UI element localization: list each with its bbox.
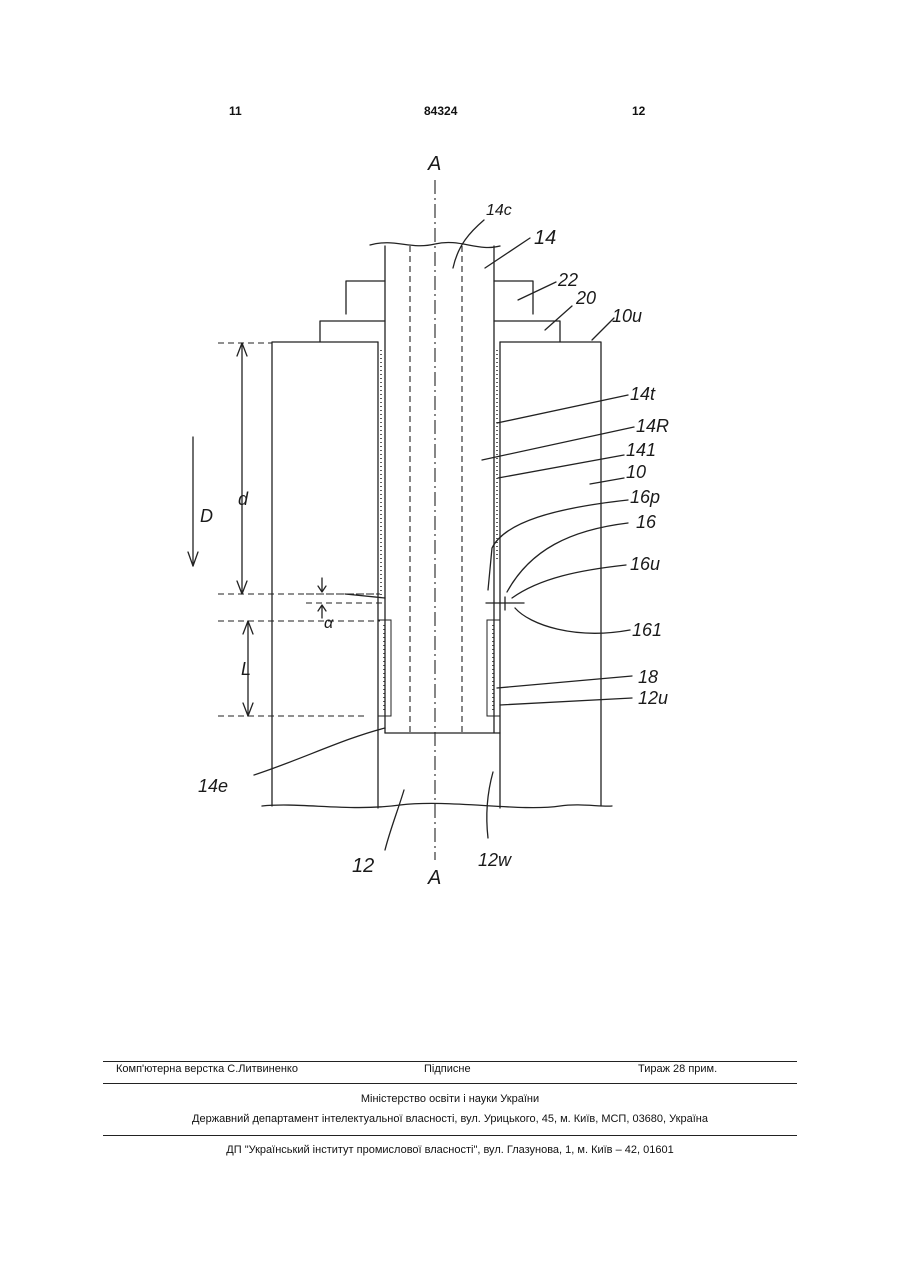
- alpha-arrow-down: [318, 578, 326, 592]
- label-16p: 16p: [630, 487, 660, 507]
- leader-14r: [482, 427, 634, 460]
- label-14t: 14t: [630, 384, 656, 404]
- leader-10u: [592, 318, 614, 340]
- leader-14t: [497, 395, 628, 423]
- element-16-left: [345, 594, 385, 598]
- footer-rule-3: [103, 1135, 797, 1136]
- label-12: 12: [352, 855, 374, 877]
- footer-typesetting: Комп'ютерна верстка С.Литвиненко: [116, 1063, 298, 1075]
- leader-10: [590, 478, 624, 484]
- footer-rule-1: [103, 1061, 797, 1062]
- footer-signed: Підписне: [424, 1063, 471, 1075]
- label-16: 16: [636, 512, 657, 532]
- leader-12u: [500, 698, 632, 705]
- leader-141: [498, 455, 624, 478]
- label-20: 20: [575, 288, 596, 308]
- leader-16u: [512, 565, 626, 598]
- label-14r: 14R: [636, 416, 669, 436]
- leader-16: [507, 523, 628, 592]
- dim-d-label: d: [238, 489, 249, 509]
- leader-18: [497, 676, 632, 688]
- section-label-top: A: [427, 153, 441, 175]
- body-10-left: [272, 342, 378, 806]
- washer-20: [320, 321, 560, 342]
- footer-department: Державний департамент інтелектуальної вл…: [103, 1113, 797, 1125]
- direction-d-label: D: [200, 506, 213, 526]
- label-12u: 12u: [638, 688, 668, 708]
- label-18: 18: [638, 667, 658, 687]
- footer-institute: ДП "Український інститут промислової вла…: [103, 1144, 797, 1156]
- section-label-bottom: A: [427, 867, 441, 889]
- label-141: 141: [626, 440, 656, 460]
- footer-ministry: Міністерство освіти і науки України: [103, 1093, 797, 1105]
- leader-12w: [487, 772, 493, 838]
- footer-circulation: Тираж 28 прим.: [638, 1063, 717, 1075]
- label-161: 161: [632, 620, 662, 640]
- leader-14e: [254, 728, 385, 775]
- label-14c: 14c: [486, 202, 512, 219]
- label-22: 22: [557, 270, 578, 290]
- leader-20: [545, 306, 572, 330]
- leader-12: [385, 790, 404, 850]
- leader-22: [518, 282, 556, 300]
- leader-14c: [453, 220, 484, 268]
- label-12w: 12w: [478, 850, 512, 870]
- leader-14: [485, 238, 530, 268]
- dim-l-label: L: [241, 659, 251, 679]
- label-14e: 14e: [198, 776, 228, 796]
- alpha-label: α: [324, 615, 334, 632]
- label-10u: 10u: [612, 306, 642, 326]
- leader-161: [515, 608, 630, 633]
- label-16u: 16u: [630, 554, 660, 574]
- label-10: 10: [626, 462, 646, 482]
- bottom-break-line: [262, 803, 612, 807]
- footer-rule-2: [103, 1083, 797, 1084]
- nut-22: [346, 281, 533, 314]
- label-14: 14: [534, 227, 556, 249]
